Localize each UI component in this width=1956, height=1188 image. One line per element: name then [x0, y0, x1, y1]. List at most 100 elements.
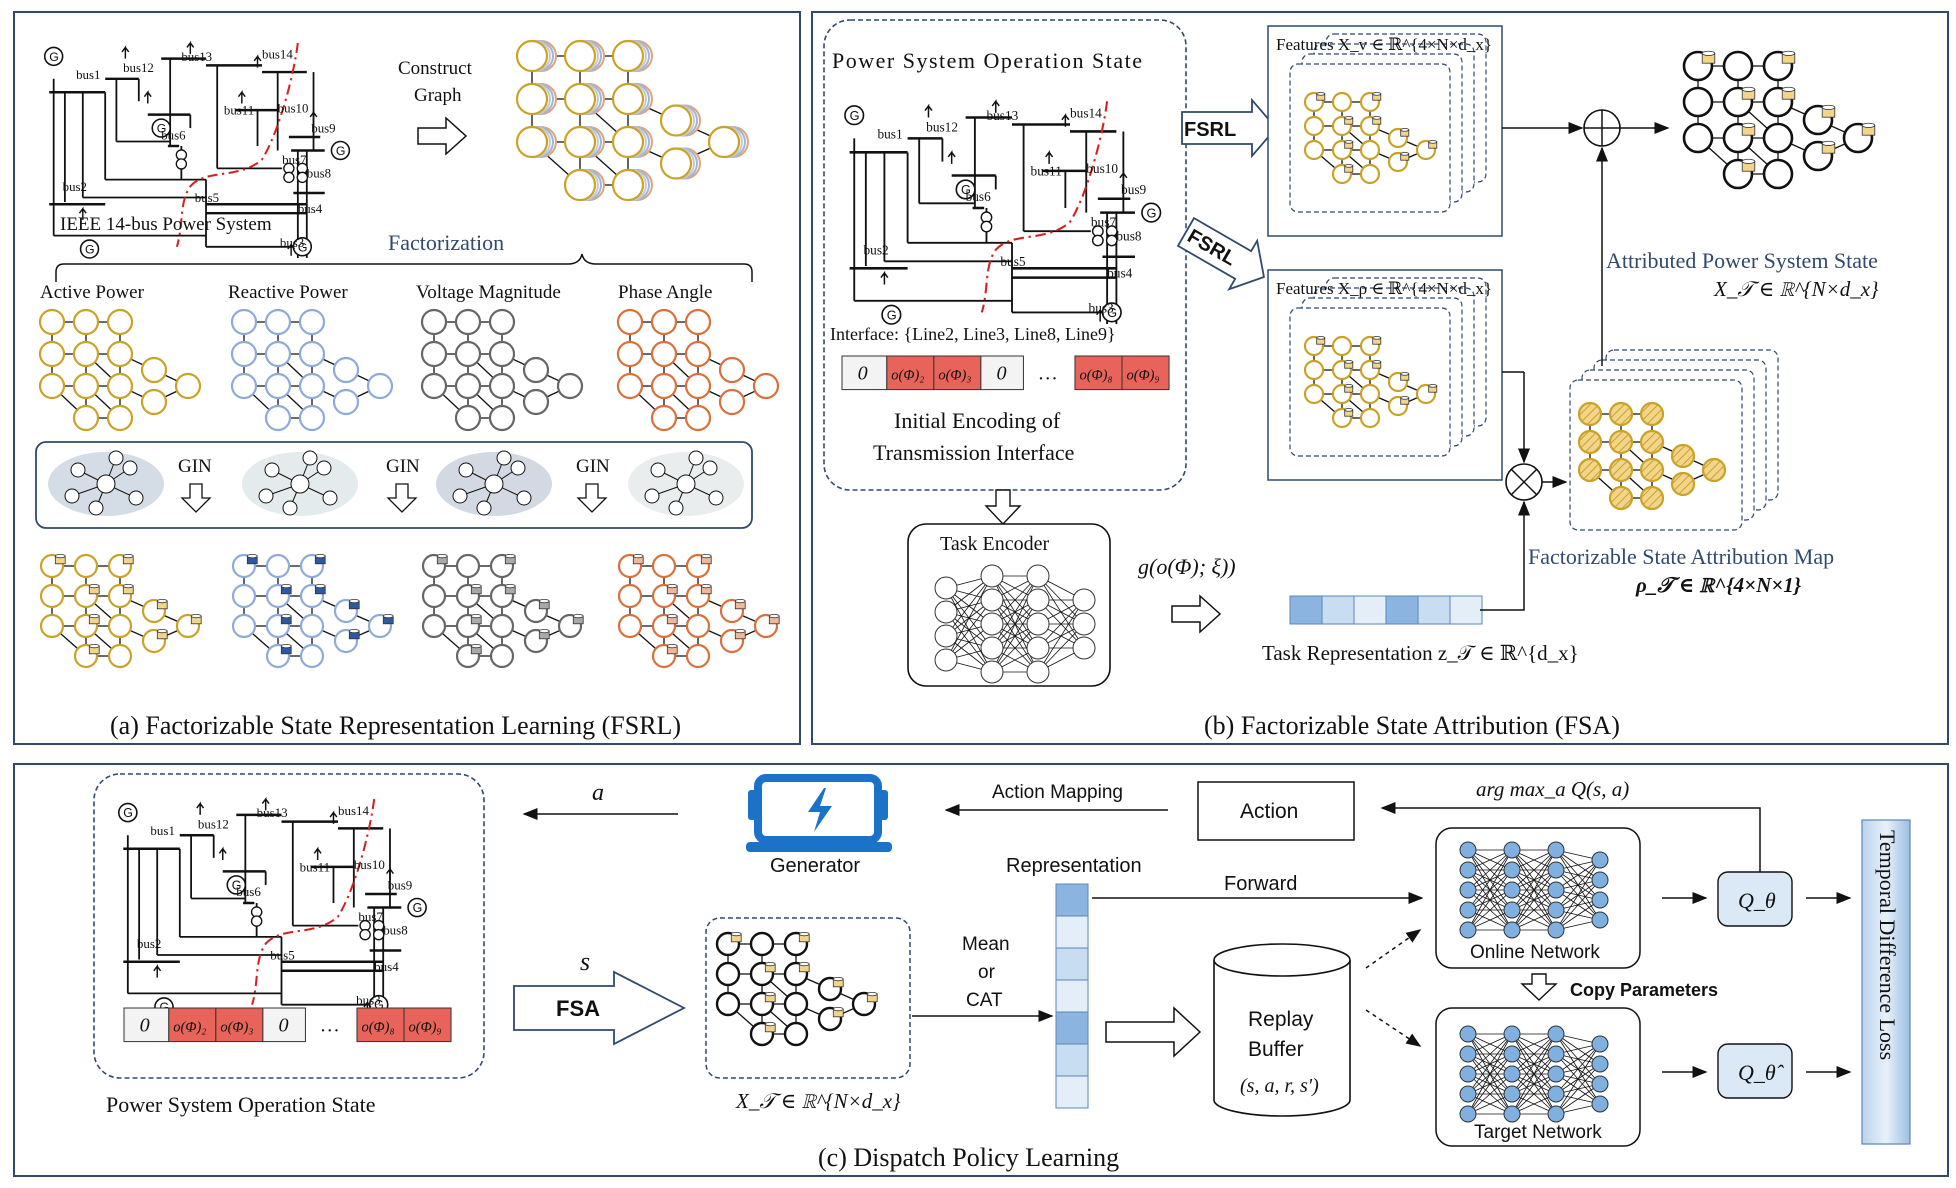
graph-node: [563, 125, 597, 159]
cloud-node: [302, 450, 318, 466]
nn-node: [1459, 1085, 1477, 1103]
nn-edge: [1467, 1033, 1513, 1095]
embedding-cylinder-top: [632, 554, 644, 559]
graph-node: [616, 308, 644, 336]
bus-label-bus12: bus12: [198, 816, 229, 831]
graph-node: [1577, 401, 1603, 427]
transformer-icon: [250, 915, 263, 927]
embedding-cylinder-top: [666, 644, 678, 649]
transformer-icon: [1091, 234, 1104, 247]
cloud-node: [64, 488, 80, 504]
panel-c-frame: [13, 763, 1949, 1177]
forward-label: Forward: [1224, 873, 1297, 895]
load-arrow: [143, 90, 152, 104]
embedding-cylinder-top: [764, 992, 776, 997]
embedding-cylinder-top: [156, 629, 168, 634]
encoding-cell-text: o(Φ)₈: [361, 1020, 394, 1036]
task-rep-cell: [1417, 595, 1451, 625]
bus-label-bus2: bus2: [864, 242, 889, 257]
graph-node: [264, 372, 292, 400]
graph-node: [72, 308, 100, 336]
nn-edge: [1511, 849, 1557, 931]
graph-node: [299, 613, 325, 639]
representation-label: Representation: [1006, 855, 1142, 877]
generator-icon: [955, 179, 976, 200]
nn-edge: [1467, 1033, 1513, 1115]
graph-node: [1608, 429, 1634, 455]
embedding-cylinder-top: [1344, 408, 1354, 412]
encoding-cell: [356, 1007, 405, 1043]
cloud-node: [88, 500, 104, 516]
generator-symbol: G: [336, 144, 346, 158]
nn-node: [1503, 1105, 1521, 1123]
embedding-cylinder-top: [1701, 50, 1716, 56]
load-arrow: [218, 846, 227, 861]
attr-map-title: Factorizable State Attribution Map: [1528, 544, 1834, 569]
load-arrow: [329, 810, 338, 824]
embedding-cylinder-top: [1344, 164, 1354, 168]
cloud-node: [96, 474, 116, 494]
nn-node: [1591, 1075, 1609, 1093]
nn-edge: [1467, 869, 1513, 931]
embedding-cylinder-top: [470, 644, 482, 649]
generator-symbol: G: [1107, 305, 1117, 320]
generator-symbol: G: [157, 122, 167, 136]
attributed-title: Attributed Power System State: [1606, 248, 1878, 273]
nn-node: [1459, 1105, 1477, 1123]
embedding-cylinder-top: [1400, 396, 1410, 400]
nn-node: [1591, 1055, 1609, 1073]
mean-label: Mean: [962, 934, 1010, 955]
action-mapping-label: Action Mapping: [992, 782, 1123, 803]
bus-label-bus8: bus8: [307, 166, 331, 180]
bus-label-bus3: bus3: [280, 236, 304, 250]
nn-node: [1547, 881, 1565, 899]
embedding-cylinder-top: [734, 629, 746, 634]
a-label: a: [592, 780, 604, 806]
nn-edge: [1555, 1043, 1601, 1115]
graph-node: [488, 340, 516, 368]
task-encoder-net: [934, 564, 1096, 684]
graph-node: [488, 308, 516, 336]
encoding-cell-text: 0: [279, 1015, 289, 1037]
td-loss-box: [1861, 819, 1911, 1145]
load-arrow: [1096, 307, 1105, 322]
op-state-caption-c: Power System Operation State: [106, 1092, 375, 1117]
graph-node: [106, 372, 134, 400]
graph-node: [1359, 163, 1381, 185]
graph-node: [1359, 407, 1381, 429]
graph-node: [650, 340, 678, 368]
graph-node: [454, 308, 482, 336]
generator-symbol: G: [413, 901, 423, 915]
nn-node: [1459, 1045, 1477, 1063]
embedding-cylinder-top: [1428, 384, 1438, 388]
graph-node: [38, 340, 66, 368]
generator-symbol: G: [961, 182, 971, 197]
embedding-cylinder-top: [88, 614, 100, 619]
graph-node: [421, 583, 447, 609]
graph-node: [659, 147, 693, 180]
bus-label-bus5: bus5: [195, 191, 219, 205]
replay-buffer: [1213, 943, 1351, 1117]
generator-symbol: G: [159, 1000, 169, 1014]
graph-node: [1722, 50, 1754, 82]
nn-node: [1547, 1045, 1565, 1063]
embedded-graph-1: [231, 553, 394, 669]
nn-node: [1459, 841, 1477, 859]
bus-label-bus8: bus8: [383, 923, 408, 938]
nn-edge: [1555, 859, 1601, 911]
embedding-cylinder-top: [1741, 158, 1756, 164]
embedding-cylinder-top: [1861, 122, 1876, 128]
rep-cell: [1055, 1075, 1089, 1109]
embedding-cylinder-top: [1372, 336, 1382, 340]
bus-label-bus8: bus8: [1116, 228, 1142, 243]
buffer-to-target: [1365, 1009, 1422, 1047]
bus-label-bus1: bus1: [877, 126, 902, 141]
factor-phase-angle: Phase Angle: [618, 282, 712, 303]
tuple-label: (s, a, r, s'): [1240, 1075, 1319, 1097]
nn-edge: [1511, 869, 1557, 931]
nn-node: [980, 636, 1004, 660]
transformer-icon: [296, 171, 309, 184]
load-arrow: [261, 796, 270, 811]
